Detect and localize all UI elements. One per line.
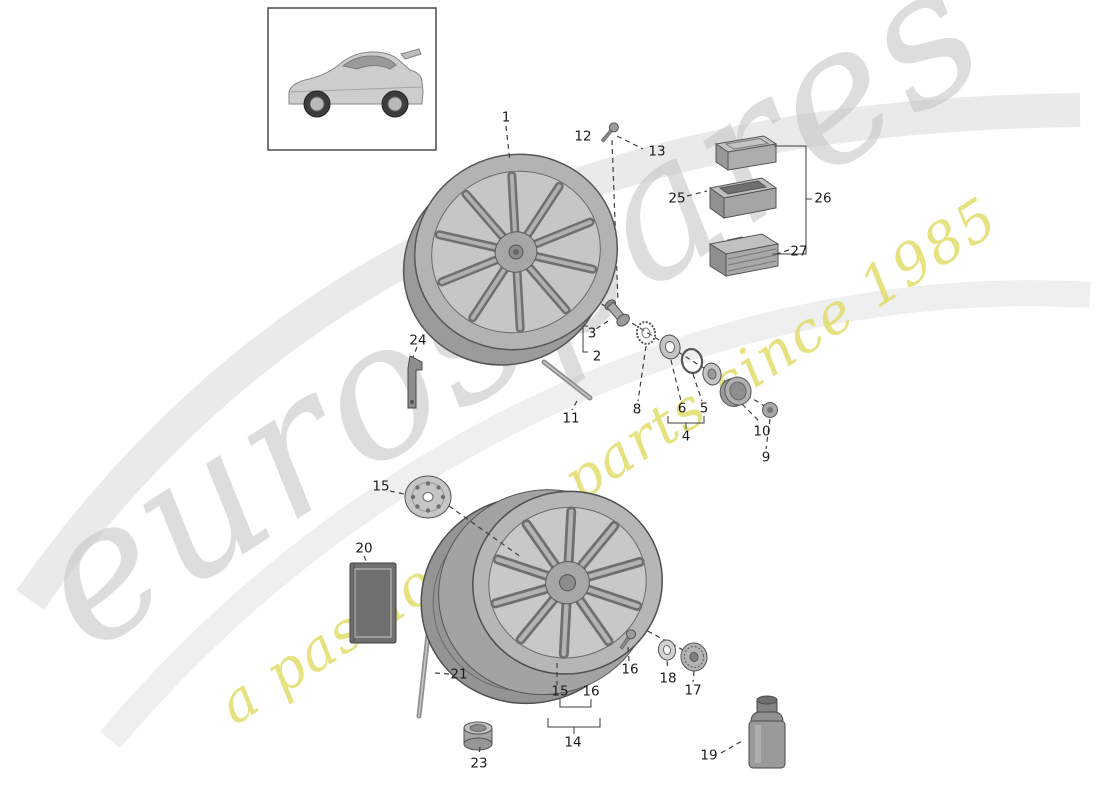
part-label-8[interactable]: 8	[632, 401, 642, 418]
part-label-27[interactable]: 27	[790, 243, 808, 260]
center-cap-part	[719, 376, 752, 407]
car-illustration	[288, 48, 424, 118]
retaining-ring-part	[702, 362, 722, 386]
spare-wheel-illustration	[420, 489, 663, 705]
part-label-20[interactable]: 20	[355, 540, 373, 557]
sealant-bottle-part-19	[748, 695, 786, 769]
part-label-18[interactable]: 18	[659, 670, 677, 687]
part-label-17[interactable]: 17	[684, 682, 702, 699]
manual-book-part-20	[349, 562, 397, 644]
module-box-25b	[708, 177, 778, 219]
module-box-25a	[714, 135, 778, 171]
part-label-12[interactable]: 12	[574, 128, 592, 145]
part-label-13[interactable]: 13	[648, 143, 666, 160]
control-module-27	[708, 233, 780, 277]
spline-nut-part-17	[680, 642, 708, 672]
part-label-14[interactable]: 14	[564, 734, 582, 751]
leader-lines	[363, 125, 790, 756]
part-label-5[interactable]: 5	[699, 400, 709, 417]
part-label-25[interactable]: 25	[668, 190, 686, 207]
part-label-16-bottom[interactable]: 16	[582, 683, 600, 700]
adapter-plate-part-15	[404, 475, 452, 519]
valve-stem-part	[604, 299, 630, 327]
bracket-part-24	[407, 355, 423, 409]
o-ring-part	[680, 347, 704, 375]
part-label-9[interactable]: 9	[761, 449, 771, 466]
screw-part-12	[600, 122, 619, 143]
pin-part-11	[541, 359, 593, 401]
part-label-2[interactable]: 2	[592, 348, 602, 365]
part-label-3[interactable]: 3	[587, 325, 597, 342]
part-label-6[interactable]: 6	[677, 400, 687, 417]
part-label-15-top[interactable]: 15	[372, 478, 390, 495]
bolt-part-16	[619, 629, 637, 650]
part-label-16-chain[interactable]: 16	[621, 661, 639, 678]
lock-nut-part-23	[463, 721, 493, 751]
washer-part	[659, 334, 681, 360]
part-label-10[interactable]: 10	[753, 423, 771, 440]
front-wheel-illustration	[402, 153, 619, 366]
part-label-11[interactable]: 11	[562, 410, 580, 427]
part-label-1[interactable]: 1	[501, 109, 511, 126]
crest-badge-part	[762, 402, 778, 418]
part-label-15-bottom[interactable]: 15	[551, 683, 569, 700]
part-label-21[interactable]: 21	[450, 666, 468, 683]
part-label-19[interactable]: 19	[700, 747, 718, 764]
bracket-lines	[547, 145, 812, 734]
part-label-26[interactable]: 26	[814, 190, 832, 207]
part-label-23[interactable]: 23	[470, 755, 488, 772]
washer-part-18	[657, 639, 677, 661]
part-label-24[interactable]: 24	[409, 332, 427, 349]
part-label-4[interactable]: 4	[681, 428, 691, 445]
car-thumbnail-box	[267, 7, 437, 151]
